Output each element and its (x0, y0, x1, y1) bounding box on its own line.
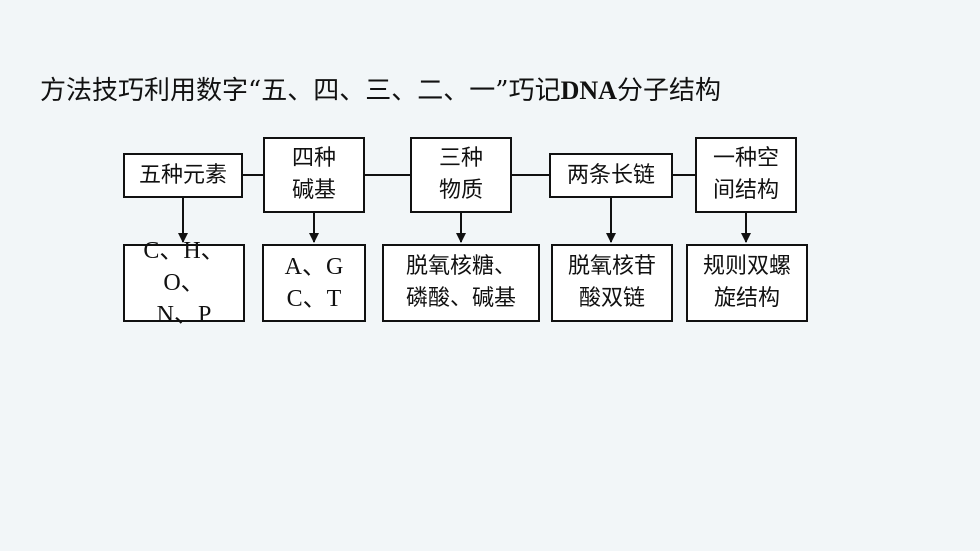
page-title: 方法技巧利用数字“五、四、三、二、一”巧记DNA分子结构 (40, 76, 721, 106)
box-chon-p: C、H、O、 N、P (123, 238, 245, 328)
title-suffix: 分子结构 (616, 76, 721, 106)
box-four-bases: 四种 碱基 (263, 137, 365, 213)
box-deoxynucleotide-double-chain: 脱氧核苷 酸双链 (551, 244, 673, 322)
title-bold-dna: DNA (560, 76, 617, 105)
title-text: 方法技巧利用数字“五、四、三、二、一”巧记 (40, 76, 561, 106)
box-regular-double-helix: 规则双螺 旋结构 (686, 244, 808, 322)
box-two-chains: 两条长链 (549, 153, 673, 198)
box-deoxyribose-phosphate-base: 脱氧核糖、 磷酸、碱基 (382, 244, 540, 322)
box-one-structure: 一种空 间结构 (695, 137, 797, 213)
box-agct: A、G C、T (262, 244, 366, 322)
box-three-substances: 三种 物质 (410, 137, 512, 213)
box-five-elements: 五种元素 (123, 153, 243, 198)
